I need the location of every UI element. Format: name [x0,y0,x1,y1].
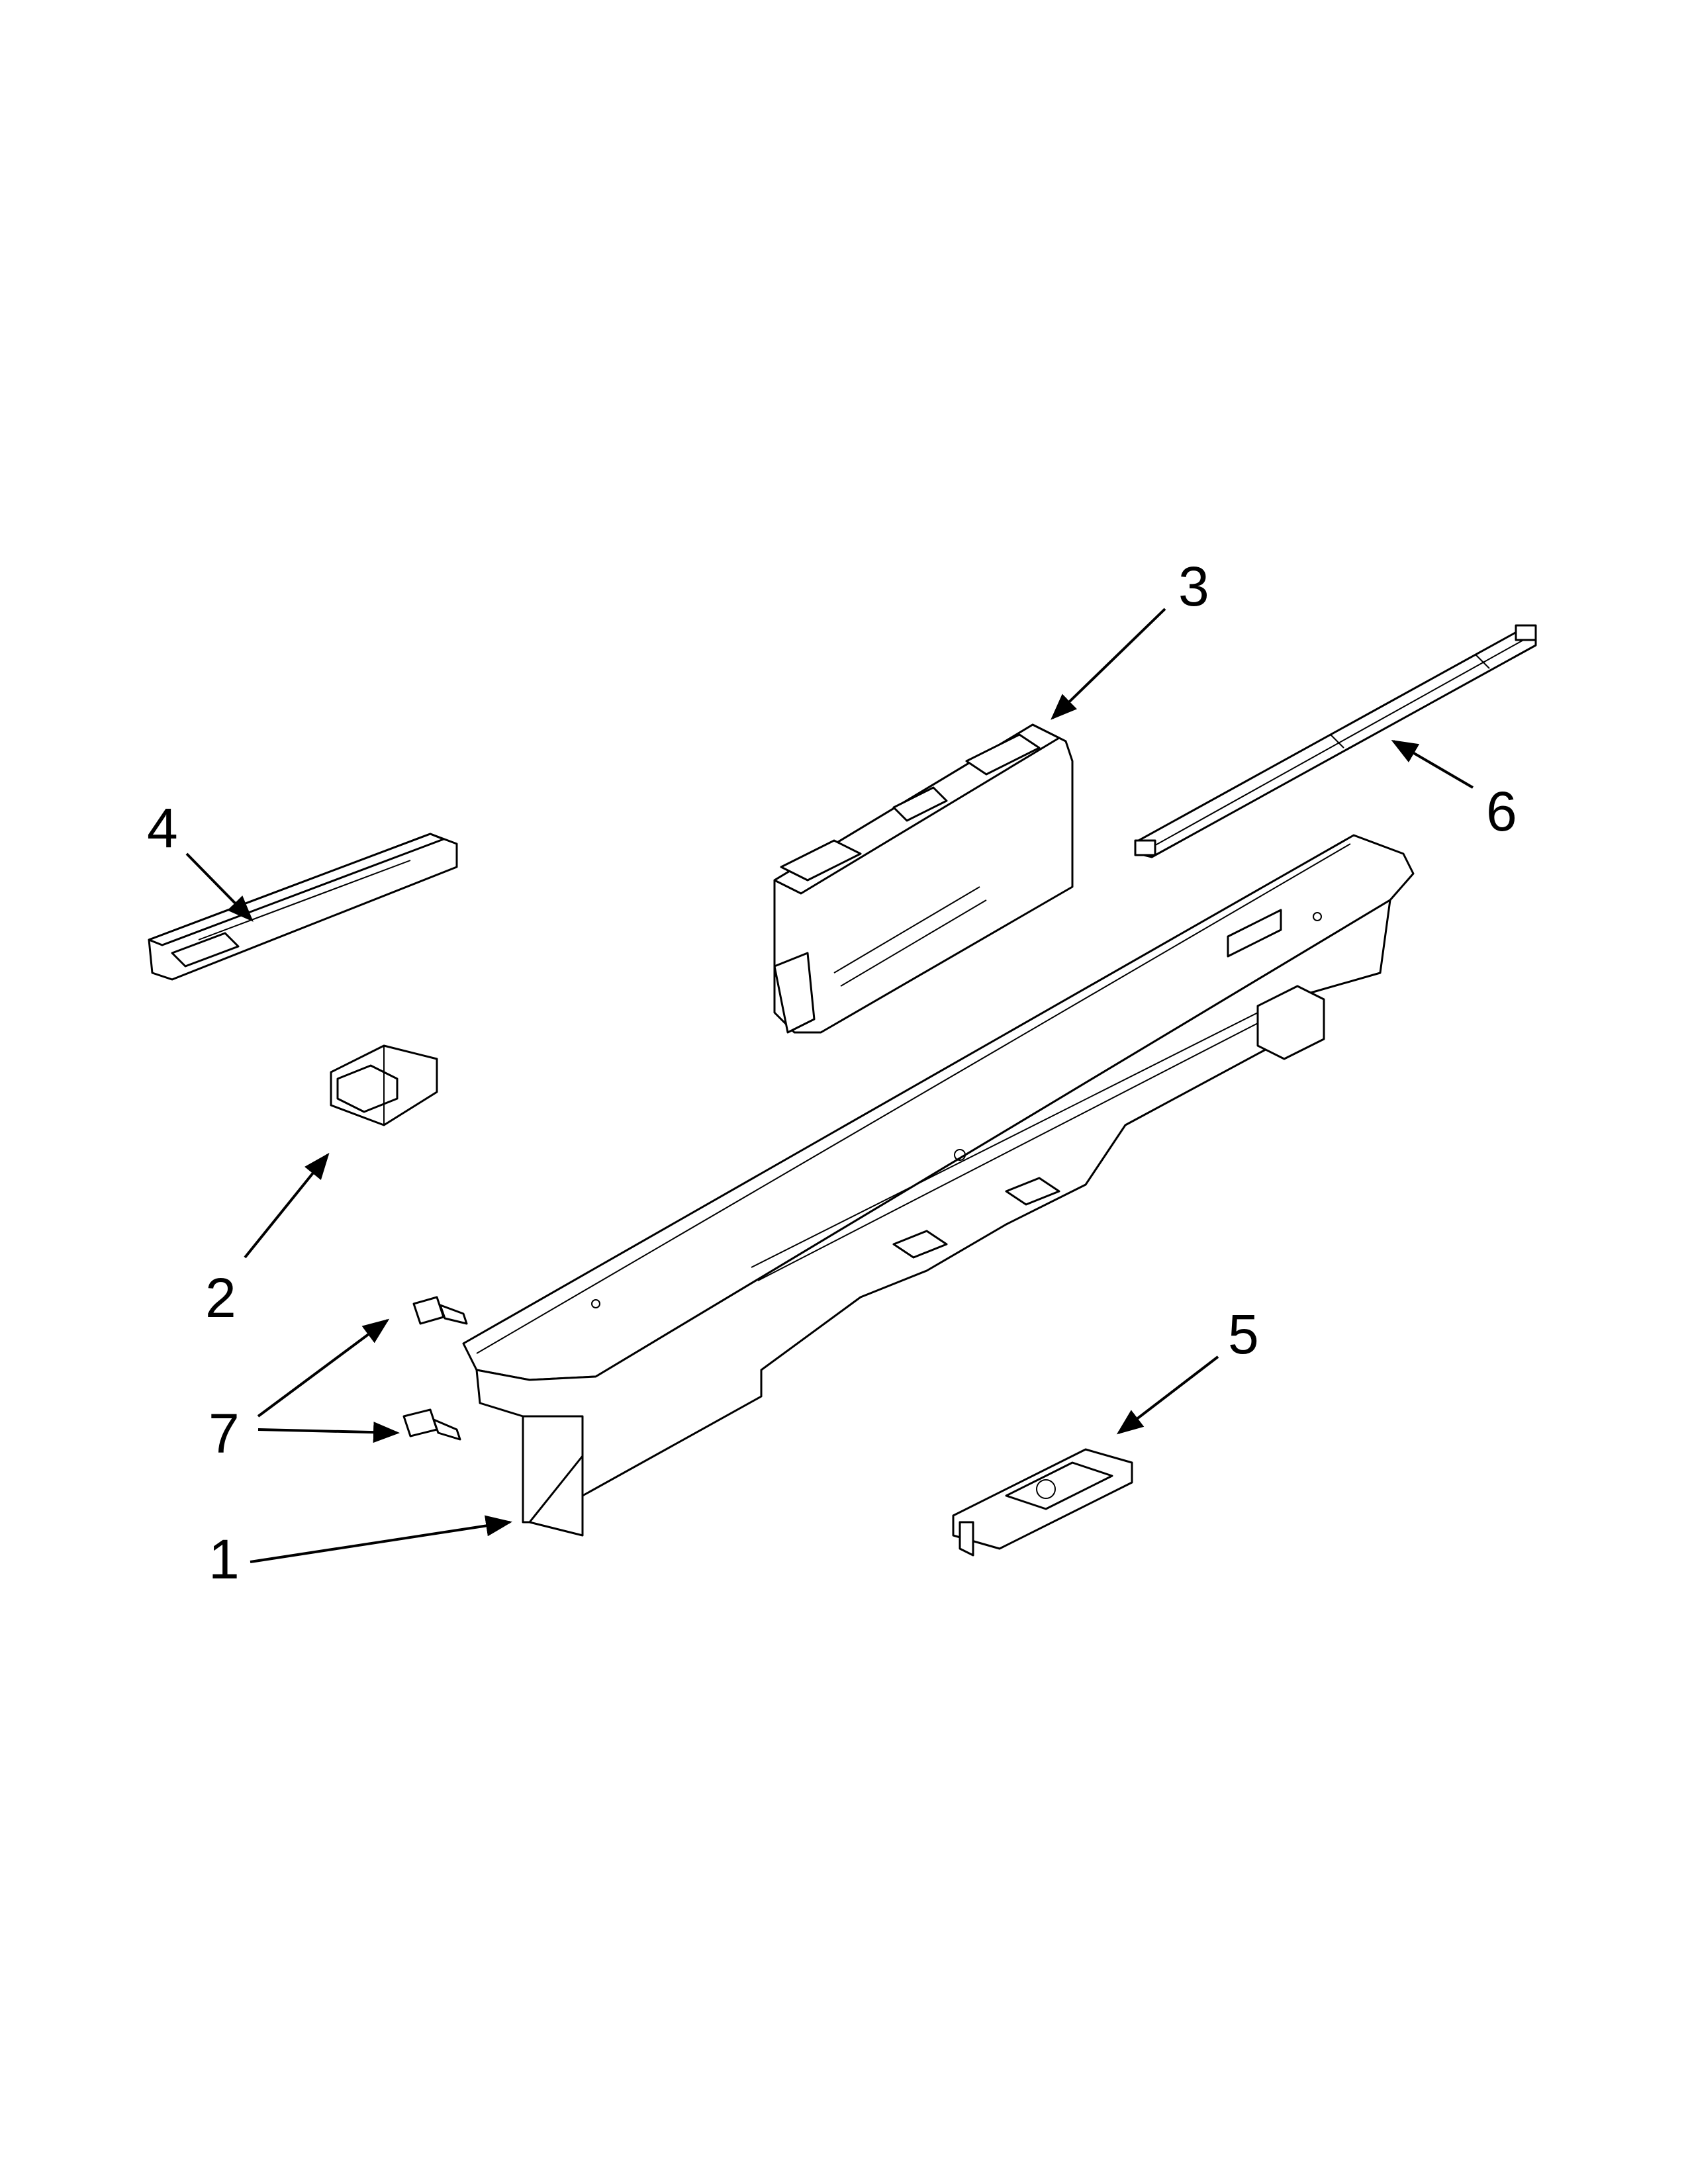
control-board[interactable] [773,723,1074,1034]
leader-4 [185,852,254,922]
user-interface-strip[interactable] [148,833,458,981]
door-latch[interactable] [952,1448,1133,1557]
callout-label-6: 6 [1486,780,1517,842]
leader-5 [1116,1355,1219,1435]
callout-label-4: 4 [147,797,178,859]
callout-label-3: 3 [1178,555,1209,617]
leader-7b [258,1422,400,1443]
bracket-clip[interactable] [330,1044,438,1126]
callout-label-5: 5 [1228,1303,1259,1365]
leader-2 [244,1152,330,1259]
callout-label-2: 2 [205,1267,236,1329]
callout-label-1: 1 [209,1528,240,1590]
screw-upper[interactable] [412,1296,468,1325]
screw-lower[interactable] [402,1408,461,1441]
callout-label-7: 7 [209,1402,240,1465]
control-panel-console[interactable] [462,834,1415,1537]
leader-7a [257,1318,390,1418]
wire-harness[interactable] [1134,624,1537,858]
leader-3 [1051,608,1166,720]
leader-1 [250,1515,512,1563]
leader-6 [1391,739,1474,789]
